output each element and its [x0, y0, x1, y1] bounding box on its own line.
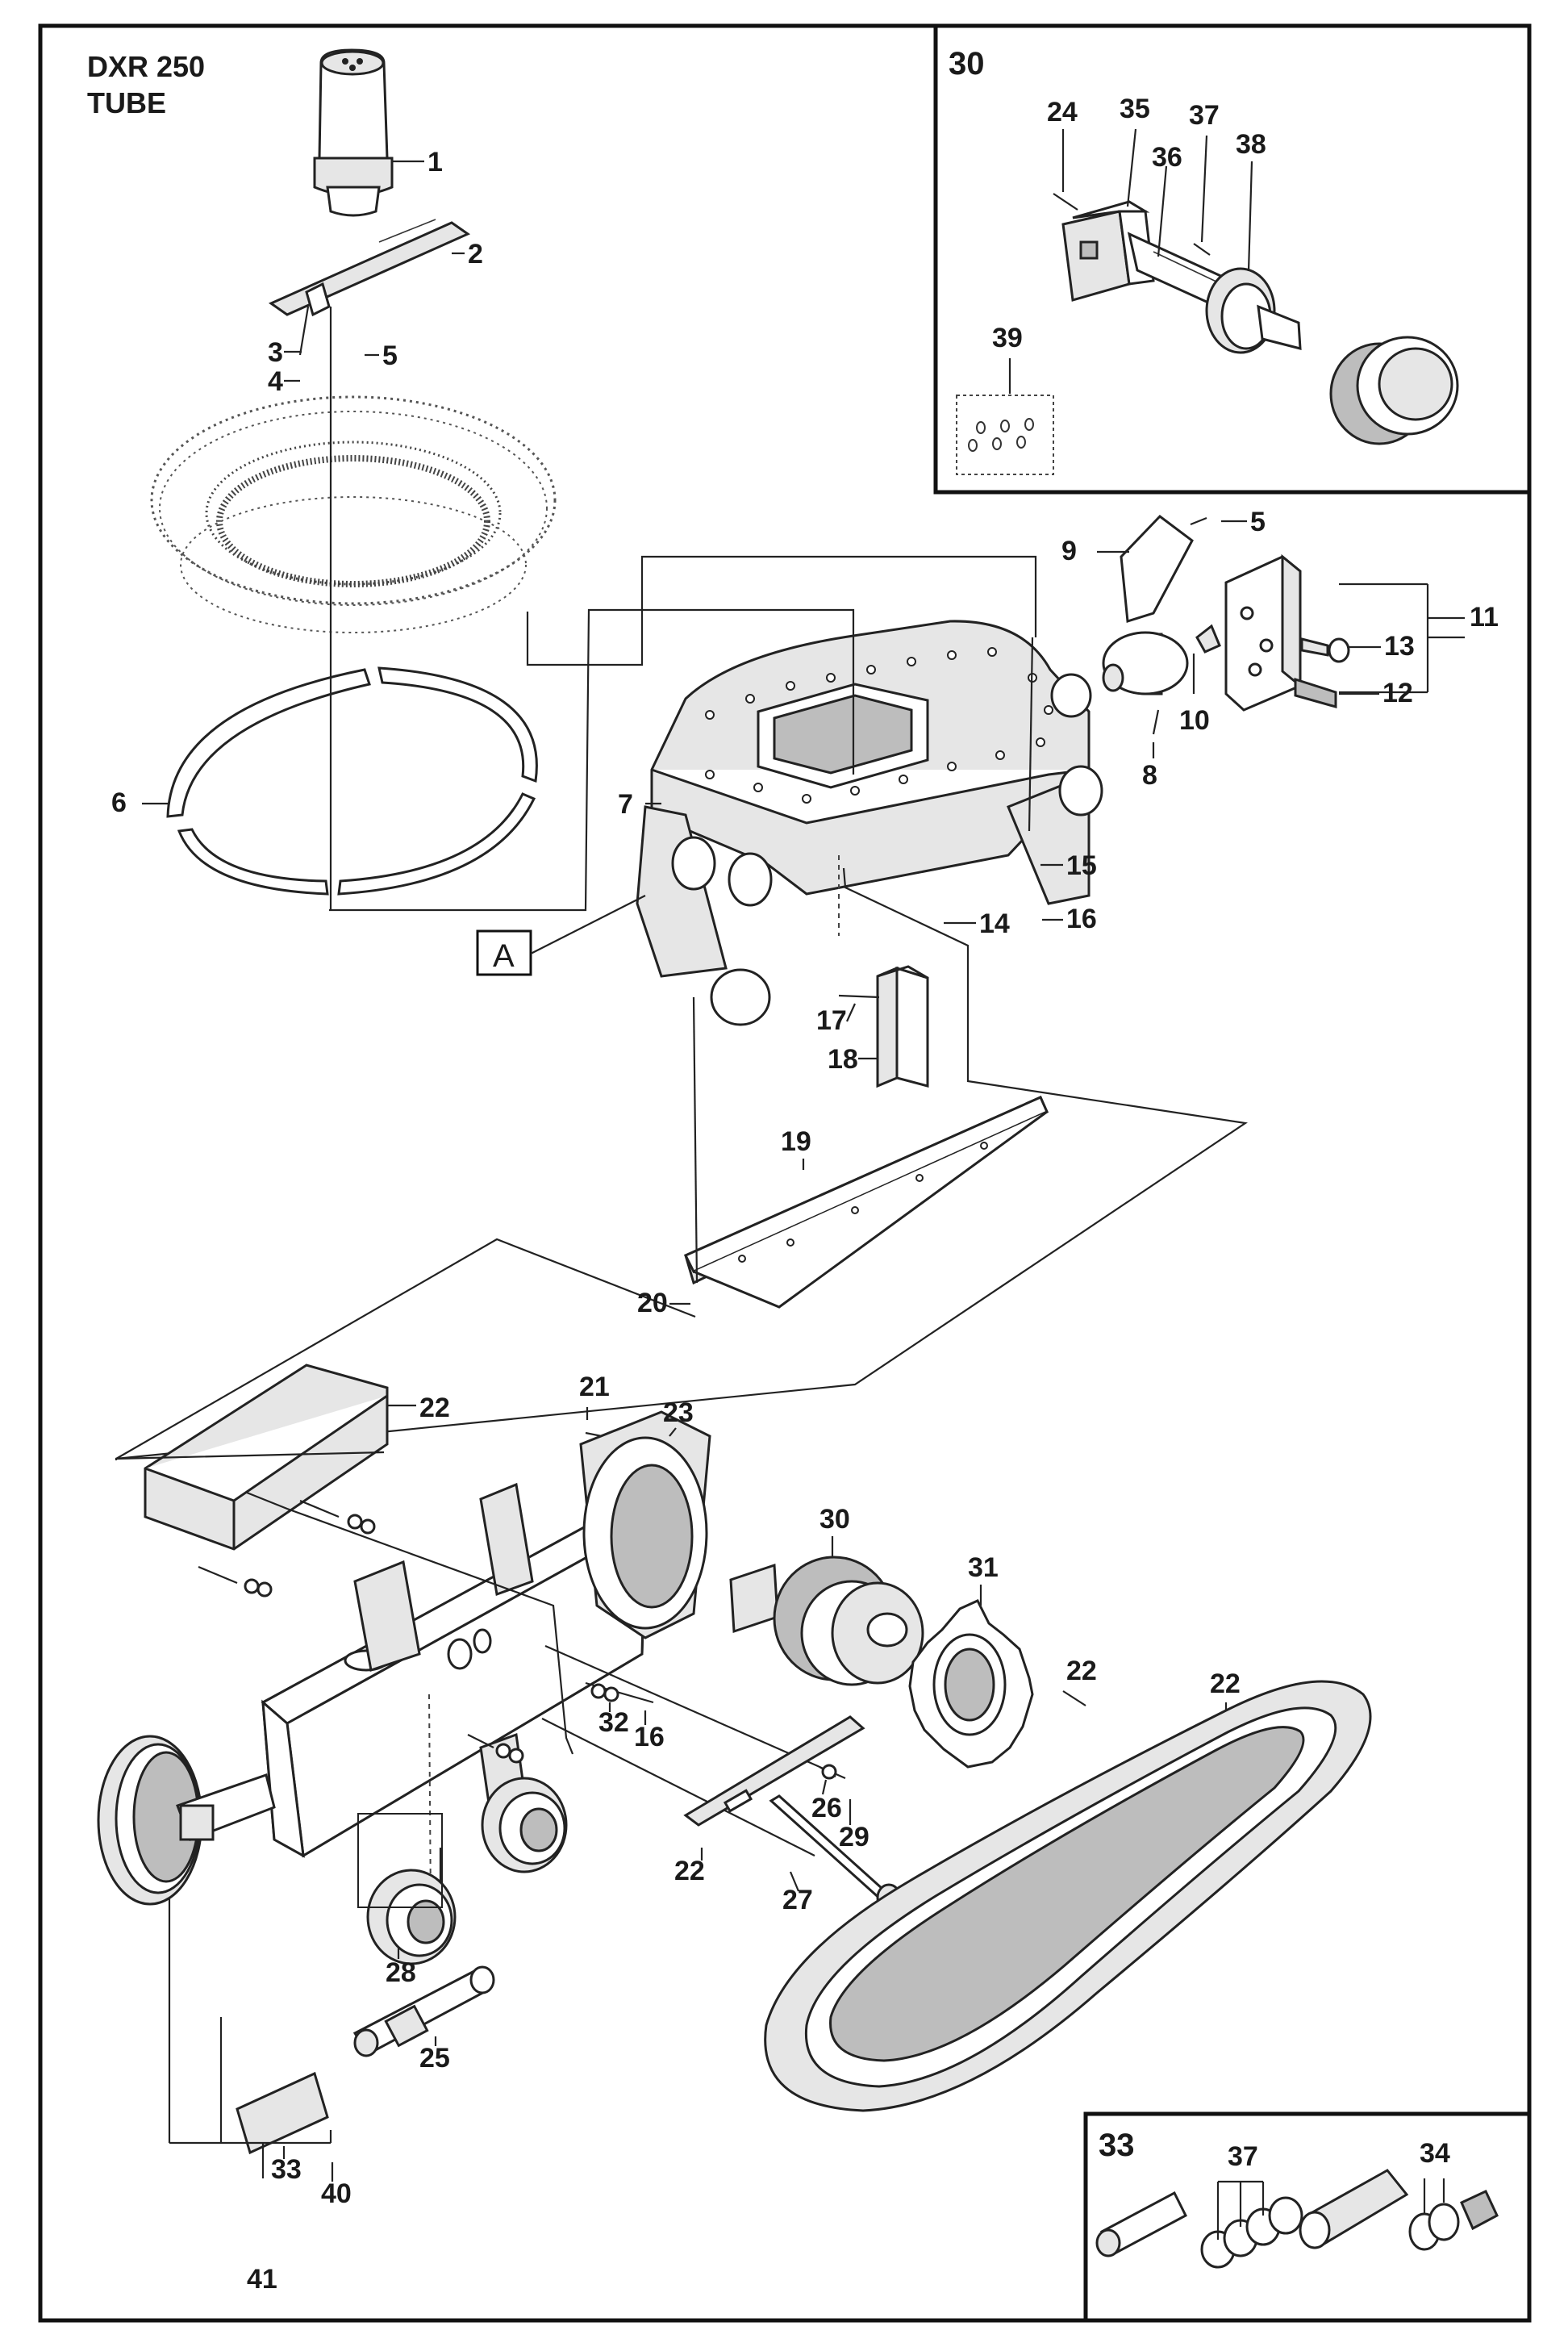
callout-label: 29 — [839, 1822, 869, 1852]
hydraulic-group — [1102, 515, 1429, 735]
callout-label: 5 — [382, 340, 398, 371]
callout-label: 37 — [1189, 100, 1220, 131]
callout-label: 23 — [663, 1397, 694, 1428]
view-marker-label: A — [493, 938, 515, 974]
callout-label: 26 — [811, 1793, 842, 1823]
track-rollers — [357, 1777, 568, 1965]
model-title: DXR 250 — [87, 50, 205, 83]
ring-leader-2 — [329, 608, 855, 912]
track-outline — [115, 867, 1248, 1460]
callout-label: 1 — [427, 147, 443, 178]
chassis-frame — [636, 620, 1103, 1026]
base-plate — [683, 1096, 1049, 1309]
callout-leader — [821, 1779, 828, 1795]
callout-label: 8 — [1142, 760, 1157, 791]
callout-label: 20 — [637, 1288, 668, 1318]
cross-block — [838, 965, 929, 1088]
callout-label: 39 — [992, 323, 1023, 353]
travel-motor — [729, 1556, 924, 1686]
callout-label: 41 — [247, 2264, 277, 2295]
callout-label: 30 — [819, 1504, 850, 1535]
callout-label: 15 — [1066, 850, 1097, 881]
callout-label: 31 — [968, 1552, 999, 1583]
callout-label: 22 — [1066, 1656, 1097, 1686]
callout-label: 5 — [1250, 507, 1266, 537]
callout-label: 28 — [386, 1957, 416, 1988]
callout-label: 18 — [828, 1044, 858, 1075]
callout-leader — [1062, 1690, 1086, 1706]
callout-label: 11 — [1470, 602, 1499, 633]
callout-label: 34 — [1420, 2138, 1450, 2169]
callout-label: 6 — [111, 787, 127, 818]
callout-label: 22 — [419, 1393, 450, 1423]
callout-label: 12 — [1382, 678, 1413, 708]
callout-leader — [789, 1871, 800, 1892]
inset-30-panel: 30 — [933, 23, 1532, 495]
callout-leader — [845, 1003, 857, 1022]
swing-motor-assembly — [268, 48, 471, 356]
callout-label: 17 — [816, 1005, 847, 1036]
callout-label: 32 — [598, 1707, 629, 1738]
callout-label: 25 — [419, 2043, 450, 2074]
callout-label: 7 — [618, 789, 633, 820]
inset-33-label: 33 — [1099, 2128, 1135, 2163]
inset-33-panel: 33 — [1083, 2111, 1532, 2323]
callout-label: 22 — [1210, 1668, 1241, 1699]
callout-label: 24 — [1047, 97, 1078, 127]
plate-leader — [692, 996, 699, 1284]
callout-label: 14 — [979, 908, 1010, 939]
callout-label: 22 — [674, 1856, 705, 1886]
callout-leader — [669, 1427, 677, 1437]
spacer-ring — [166, 666, 538, 896]
callout-label: 19 — [781, 1126, 811, 1157]
inset-30-label: 30 — [949, 46, 985, 81]
callout-label: 13 — [1384, 631, 1415, 662]
tension-rod — [683, 1715, 902, 1912]
model-subtitle: TUBE — [87, 86, 166, 119]
callout-label: 4 — [268, 366, 283, 397]
callout-label: 2 — [468, 239, 483, 269]
track-frame-assembly — [115, 1364, 846, 1908]
slewing-ring — [150, 395, 557, 633]
callout-label: 9 — [1061, 536, 1077, 566]
callout-label: 36 — [1152, 142, 1182, 173]
callout-label: 16 — [1066, 904, 1097, 934]
callout-leaders — [142, 160, 1465, 2182]
callout-label: 3 — [268, 337, 283, 368]
rubber-track — [764, 1680, 1372, 2112]
callout-label: 33 — [271, 2154, 302, 2185]
callout-label: 27 — [782, 1885, 813, 1915]
drawing-frame — [38, 23, 1532, 2323]
callout-label: 38 — [1236, 129, 1266, 160]
callout-label: 10 — [1179, 705, 1210, 736]
view-marker-box: A — [476, 895, 646, 976]
callout-label: 35 — [1120, 94, 1150, 124]
front-idler — [97, 1735, 276, 2143]
tensioner-pin — [219, 1965, 495, 2155]
callout-label: 37 — [1228, 2141, 1258, 2172]
callout-label: 40 — [321, 2178, 352, 2209]
callout-label: 21 — [579, 1372, 610, 1402]
drive-sprocket — [908, 1599, 1034, 1769]
callout-label: 16 — [634, 1722, 665, 1752]
